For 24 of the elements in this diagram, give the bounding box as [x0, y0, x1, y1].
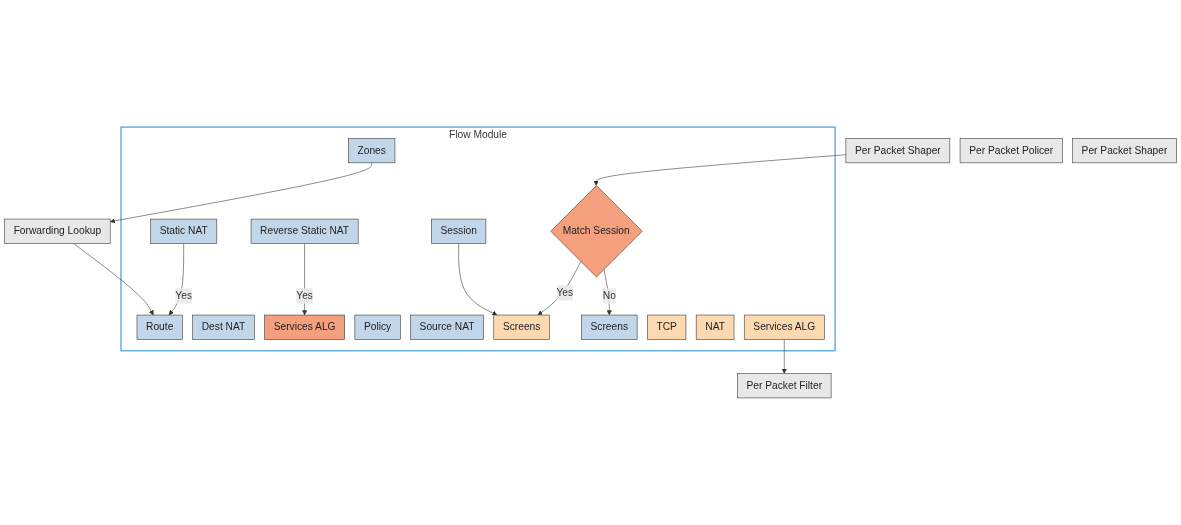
node-box: Route — [136, 314, 183, 340]
node-box: Per Packet Filter — [737, 373, 832, 399]
node-box: Static NAT — [150, 218, 218, 244]
node-box: Services ALG — [264, 314, 345, 340]
edge-label: No — [602, 290, 616, 302]
node-box: NAT — [695, 314, 735, 340]
node-box: Screens — [581, 314, 638, 340]
edge-label: Yes — [556, 286, 574, 299]
node-box: Dest NAT — [192, 314, 255, 340]
node-box: Source NAT — [410, 314, 484, 340]
node-box: Services ALG — [743, 314, 825, 340]
node-diamond: Match Session — [550, 185, 643, 278]
node-box: Per Packet Shaper — [1072, 138, 1177, 164]
edge-label: Yes — [175, 290, 193, 302]
edge-label: Yes — [296, 290, 313, 302]
node-box: Forwarding Lookup — [4, 218, 111, 244]
node-box: TCP — [647, 314, 687, 340]
node-box: Per Packet Shaper — [845, 138, 951, 164]
node-box: Screens — [493, 314, 550, 340]
node-box: Zones — [348, 138, 396, 164]
node-box: Reverse Static NAT — [250, 218, 359, 244]
node-box: Session — [431, 218, 487, 244]
node-box: Per Packet Policer — [959, 138, 1063, 164]
node-box: Policy — [354, 314, 401, 340]
